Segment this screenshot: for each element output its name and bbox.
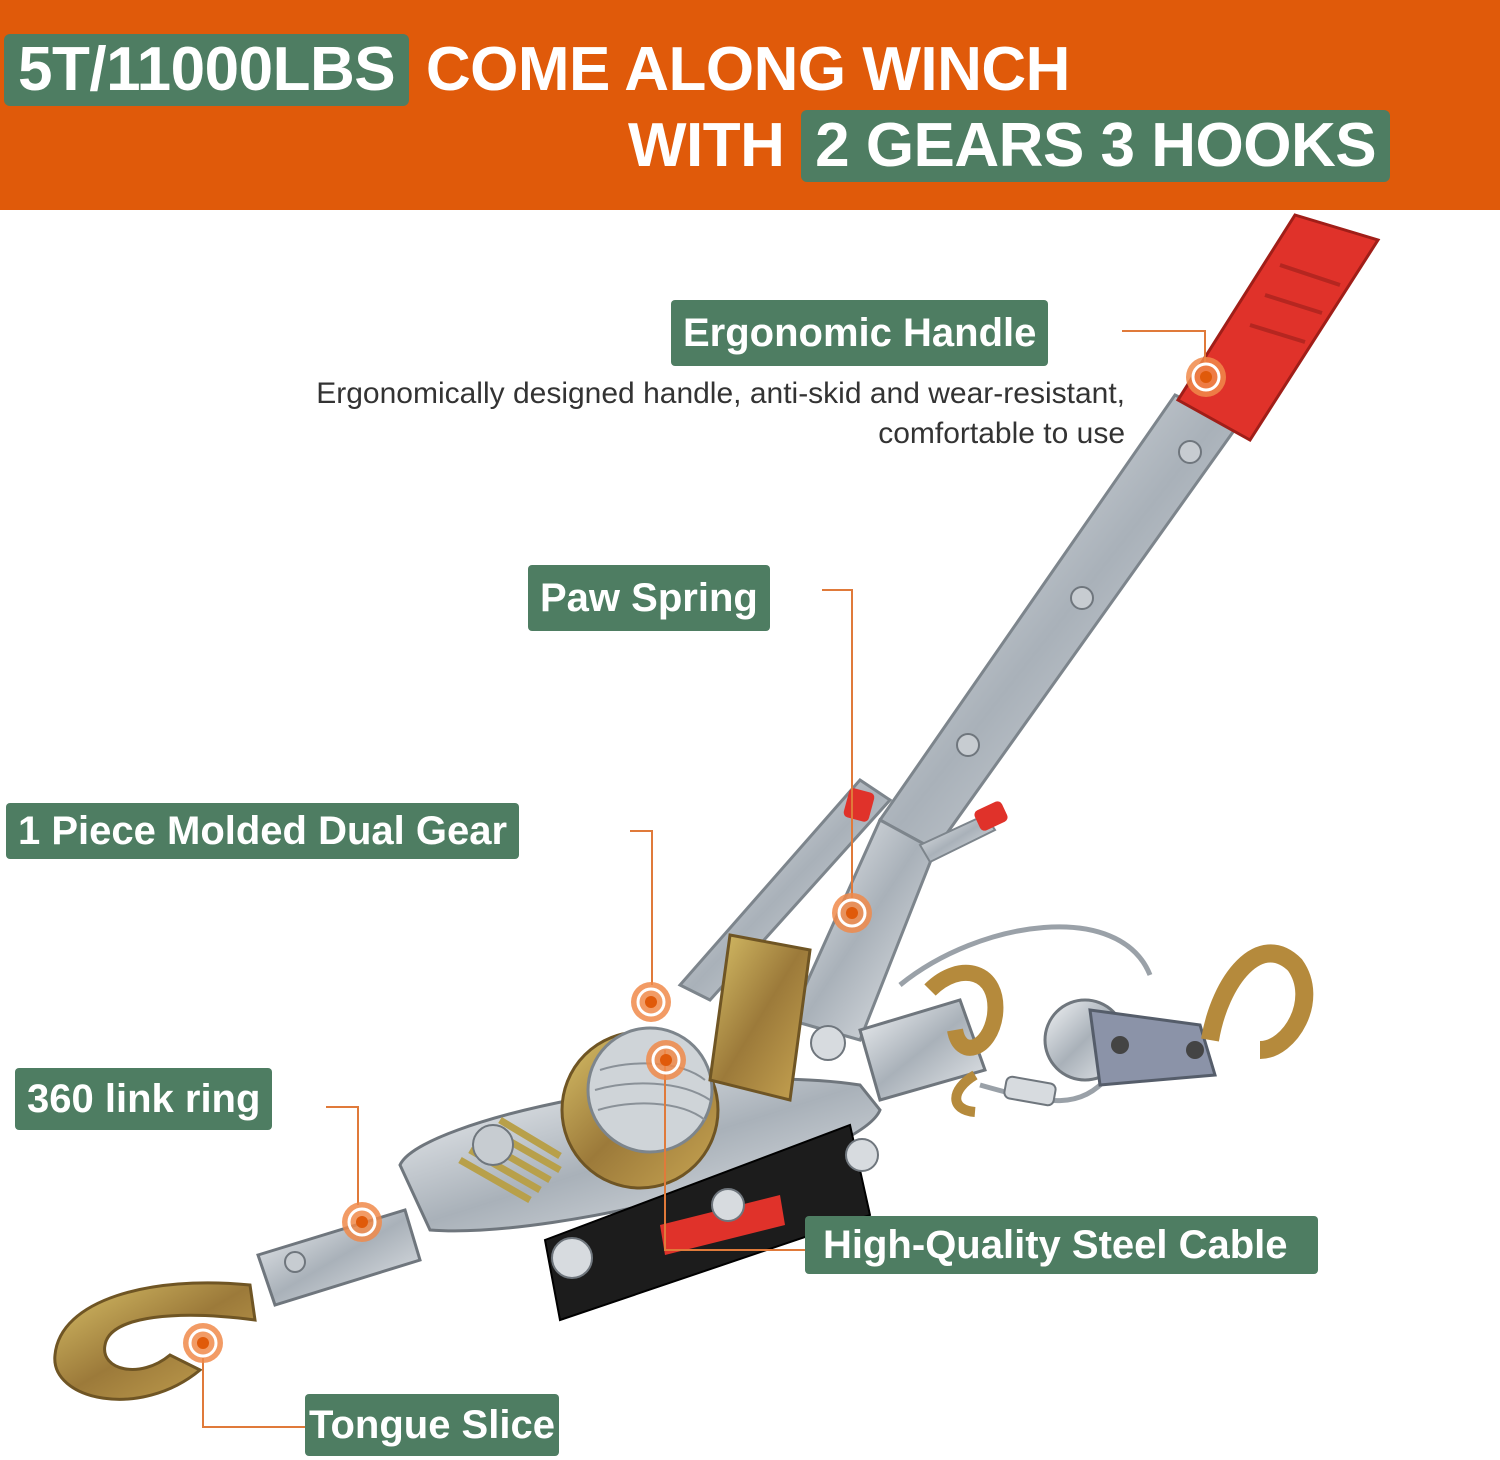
warning-sticker <box>660 1195 785 1255</box>
callout-tongue-slice: Tongue Slice <box>305 1394 559 1456</box>
headline-text-2: WITH <box>628 111 785 180</box>
pulley-hook <box>1201 944 1314 1059</box>
target-marker-icon <box>183 357 1226 1363</box>
rear-bracket <box>858 998 987 1102</box>
gears-hooks-highlight: 2 GEARS 3 HOOKS <box>801 110 1391 182</box>
callout-steel-cable: High-Quality Steel Cable <box>805 1216 1318 1274</box>
coil-spring <box>458 1116 562 1204</box>
headline-text-1: COME ALONG WINCH <box>425 35 1071 104</box>
cable-drum <box>586 1026 714 1154</box>
handle-arm <box>877 393 1241 852</box>
callout-ergonomic-handle: Ergonomic Handle <box>671 300 1049 366</box>
callout-paw-spring: Paw Spring <box>528 565 770 631</box>
ergonomic-handle-description-line-1: Ergonomically designed handle, anti-skid… <box>316 377 1125 410</box>
header-banner: 5T/11000LBS COME ALONG WINCH WITH 2 GEAR… <box>0 0 1500 210</box>
ergonomic-handle-description-line-2: comfortable to use <box>878 417 1125 450</box>
front-hook <box>53 1281 257 1401</box>
callout-link-ring: 360 link ring <box>15 1068 273 1130</box>
headline-line-2: WITH 2 GEARS 3 HOOKS <box>628 110 1391 182</box>
leader-lines <box>202 330 1206 1428</box>
pawl-plate <box>708 933 812 1102</box>
headline-line-1: 5T/11000LBS COME ALONG WINCH <box>4 34 1070 106</box>
front-shackle <box>256 1208 422 1307</box>
pulley-plate <box>1088 1008 1217 1087</box>
callout-dual-gear: 1 Piece Molded Dual Gear <box>6 803 520 859</box>
red-grip <box>1175 213 1381 442</box>
rear-hook-small <box>924 964 1004 1056</box>
cable-loop <box>898 924 1153 987</box>
capacity-highlight: 5T/11000LBS <box>4 34 410 106</box>
rivets <box>956 440 1202 757</box>
